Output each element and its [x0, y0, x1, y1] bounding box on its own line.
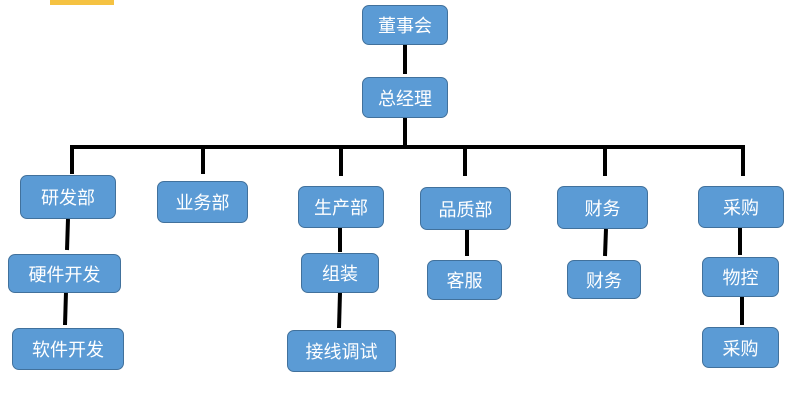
rd-to-hardware-line [65, 218, 70, 251]
node-dept-sales: 业务部 [157, 181, 248, 223]
node-dept-finance: 财务 [557, 186, 648, 229]
node-dept-purchasing: 采购 [698, 186, 784, 228]
node-assembly: 组装 [301, 253, 379, 293]
node-dept-rd: 研发部 [20, 175, 116, 219]
hardware-to-software-line [63, 291, 68, 326]
node-purchase-sub: 采购 [702, 327, 779, 368]
finance-to-finance-sub-line [603, 228, 608, 257]
node-hardware-dev: 硬件开发 [8, 254, 121, 293]
node-customer-service: 客服 [427, 260, 502, 300]
node-board: 董事会 [362, 5, 448, 45]
node-general-manager: 总经理 [362, 77, 448, 118]
node-software-dev: 软件开发 [12, 328, 124, 370]
node-material-control: 物控 [702, 257, 779, 297]
node-finance-sub: 财务 [567, 260, 641, 299]
assembly-to-wiring-line [337, 292, 342, 329]
yellow-mark-decoration [50, 0, 114, 5]
node-dept-quality: 品质部 [420, 187, 511, 230]
node-wiring-debug: 接线调试 [287, 330, 396, 372]
node-dept-production: 生产部 [298, 186, 384, 228]
